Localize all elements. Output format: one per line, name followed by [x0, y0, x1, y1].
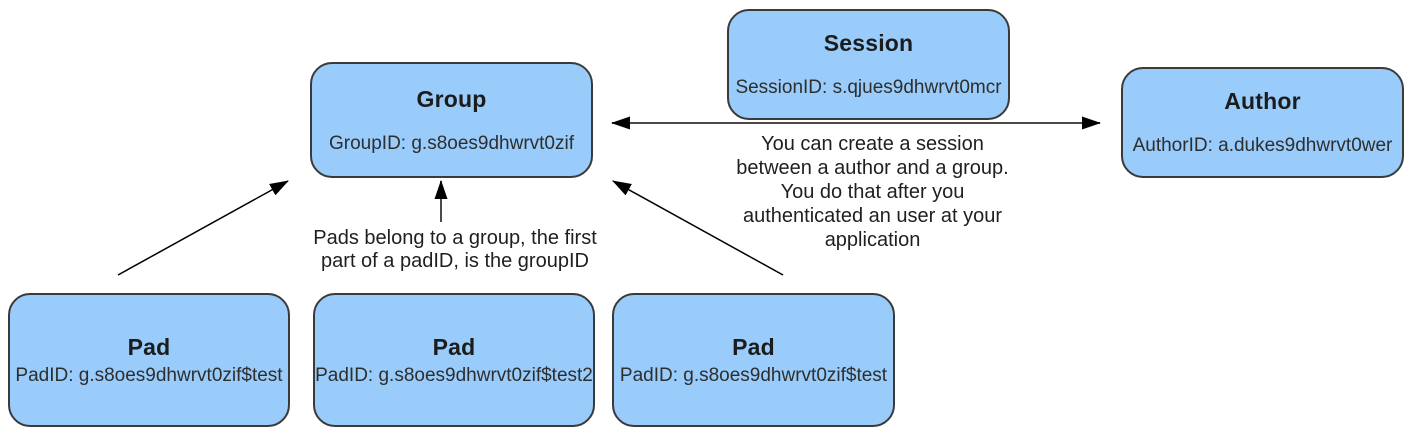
annotation-session-creation: You can create a session between a autho… — [736, 133, 1009, 251]
node-pad-1-title: Pad — [127, 333, 171, 360]
node-group-id: GroupID: g.s8oes9dhwrvt0zif — [328, 132, 574, 154]
node-pad-3: Pad PadID: g.s8oes9dhwrvt0zif$test — [612, 293, 895, 427]
annotation-pads-group: Pads belong to a group, the first part o… — [313, 227, 597, 272]
node-pad-1-id: PadID: g.s8oes9dhwrvt0zif$test — [15, 364, 283, 386]
node-author-title: Author — [1224, 88, 1301, 114]
node-pad-3-id: PadID: g.s8oes9dhwrvt0zif$test — [619, 364, 888, 386]
node-pad-1: Pad PadID: g.s8oes9dhwrvt0zif$test — [8, 293, 290, 427]
node-group-title: Group — [416, 85, 487, 112]
node-session: Session SessionID: s.qjues9dhwrvt0mcr — [727, 9, 1010, 120]
node-group: Group GroupID: g.s8oes9dhwrvt0zif — [310, 62, 593, 178]
node-session-id: SessionID: s.qjues9dhwrvt0mcr — [735, 77, 1002, 98]
node-session-title: Session — [823, 30, 914, 56]
node-author-id: AuthorID: a.dukes9dhwrvt0wer — [1132, 135, 1393, 156]
node-pad-2: Pad PadID: g.s8oes9dhwrvt0zif$test2 — [313, 293, 595, 427]
node-pad-2-title: Pad — [432, 333, 476, 360]
node-author: Author AuthorID: a.dukes9dhwrvt0wer — [1121, 67, 1404, 178]
node-pad-3-title: Pad — [732, 333, 775, 360]
arrow-pad3-to-group — [612, 180, 784, 276]
node-pad-2-id: PadID: g.s8oes9dhwrvt0zif$test2 — [315, 364, 593, 386]
arrow-pad1-to-group — [117, 180, 289, 276]
